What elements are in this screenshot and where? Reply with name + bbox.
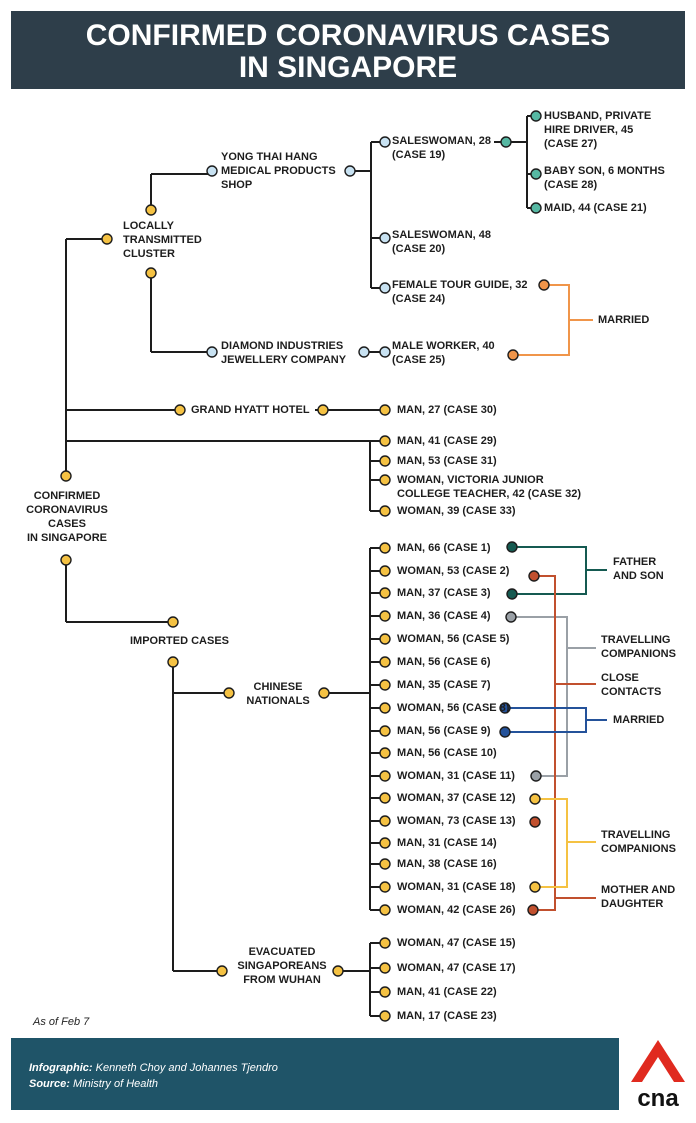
node-dot-root-local	[101, 233, 113, 245]
node-dot-local-top	[145, 204, 157, 216]
footer-infographic-credit: Infographic: Kenneth Choy and Johannes T…	[29, 1062, 278, 1074]
cna-logo-text: cna	[637, 1085, 679, 1112]
case-10-label: MAN, 56 (CASE 10)	[397, 747, 497, 759]
header-banner: CONFIRMED CORONAVIRUS CASES IN SINGAPORE	[11, 11, 685, 89]
case-19-label: SALESWOMAN, 28(CASE 19)	[392, 135, 492, 161]
footer-source-credit: Source: Ministry of Health	[29, 1078, 158, 1090]
case-13-label: WOMAN, 73 (CASE 13)	[397, 815, 516, 827]
imported-cases-label: IMPORTED CASES	[130, 635, 230, 647]
case-22-label: MAN, 41 (CASE 22)	[397, 986, 497, 998]
cna-logo: cna	[628, 1038, 688, 1112]
footer-credits: Infographic: Kenneth Choy and Johannes T…	[11, 1038, 619, 1110]
case-16-label: MAN, 38 (CASE 16)	[397, 858, 497, 870]
cna-logo-icon: cna	[631, 1040, 685, 1112]
case-6-label: MAN, 56 (CASE 6)	[397, 656, 491, 668]
node-dot-root-bottom	[60, 554, 72, 566]
case-26-label: WOMAN, 42 (CASE 26)	[397, 904, 516, 916]
case-25-label: MALE WORKER, 40(CASE 25)	[392, 340, 495, 366]
case-4-label: MAN, 36 (CASE 4)	[397, 610, 491, 622]
case-1-label: MAN, 66 (CASE 1)	[397, 542, 491, 554]
case-18-label: WOMAN, 31 (CASE 18)	[397, 881, 516, 893]
case-24-label: FEMALE TOUR GUIDE, 32(CASE 24)	[392, 279, 528, 305]
case-29-label: MAN, 41 (CASE 29)	[397, 435, 497, 447]
case-12-label: WOMAN, 37 (CASE 12)	[397, 792, 516, 804]
case-31-label: MAN, 53 (CASE 31)	[397, 455, 497, 467]
relation-married-local: MARRIED	[598, 314, 650, 326]
node-dot-local-bottom	[145, 267, 157, 279]
grand-hyatt-label: GRAND HYATT HOTEL	[191, 404, 310, 416]
case-14-label: MAN, 31 (CASE 14)	[397, 837, 497, 849]
case-9-label: MAN, 56 (CASE 9)	[397, 725, 491, 737]
case-21-label: MAID, 44 (CASE 21)	[544, 202, 647, 214]
page-title-line-1: CONFIRMED CORONAVIRUS CASES	[85, 19, 611, 52]
page-title-line-2: IN SINGAPORE	[238, 51, 458, 84]
case-11-label: WOMAN, 31 (CASE 11)	[397, 770, 515, 782]
relation-married-imported: MARRIED	[613, 714, 665, 726]
case-5-label: WOMAN, 56 (CASE 5)	[397, 633, 510, 645]
case-17-label: WOMAN, 47 (CASE 17)	[397, 962, 516, 974]
case-8-label: WOMAN, 56 (CASE 8)	[397, 702, 510, 714]
case-33-label: WOMAN, 39 (CASE 33)	[397, 505, 516, 517]
case-15-label: WOMAN, 47 (CASE 15)	[397, 937, 516, 949]
case-23-label: MAN, 17 (CASE 23)	[397, 1010, 497, 1022]
as-of-date: As of Feb 7	[33, 1016, 90, 1028]
case-7-label: MAN, 35 (CASE 7)	[397, 679, 491, 691]
case-30-label: MAN, 27 (CASE 30)	[397, 404, 497, 416]
node-dot-root-top	[60, 470, 72, 482]
case-2-label: WOMAN, 53 (CASE 2)	[397, 565, 510, 577]
case-3-label: MAN, 37 (CASE 3)	[397, 587, 491, 599]
case-20-label: SALESWOMAN, 48(CASE 20)	[392, 229, 492, 255]
case-28-label: BABY SON, 6 MONTHS(CASE 28)	[544, 165, 665, 191]
